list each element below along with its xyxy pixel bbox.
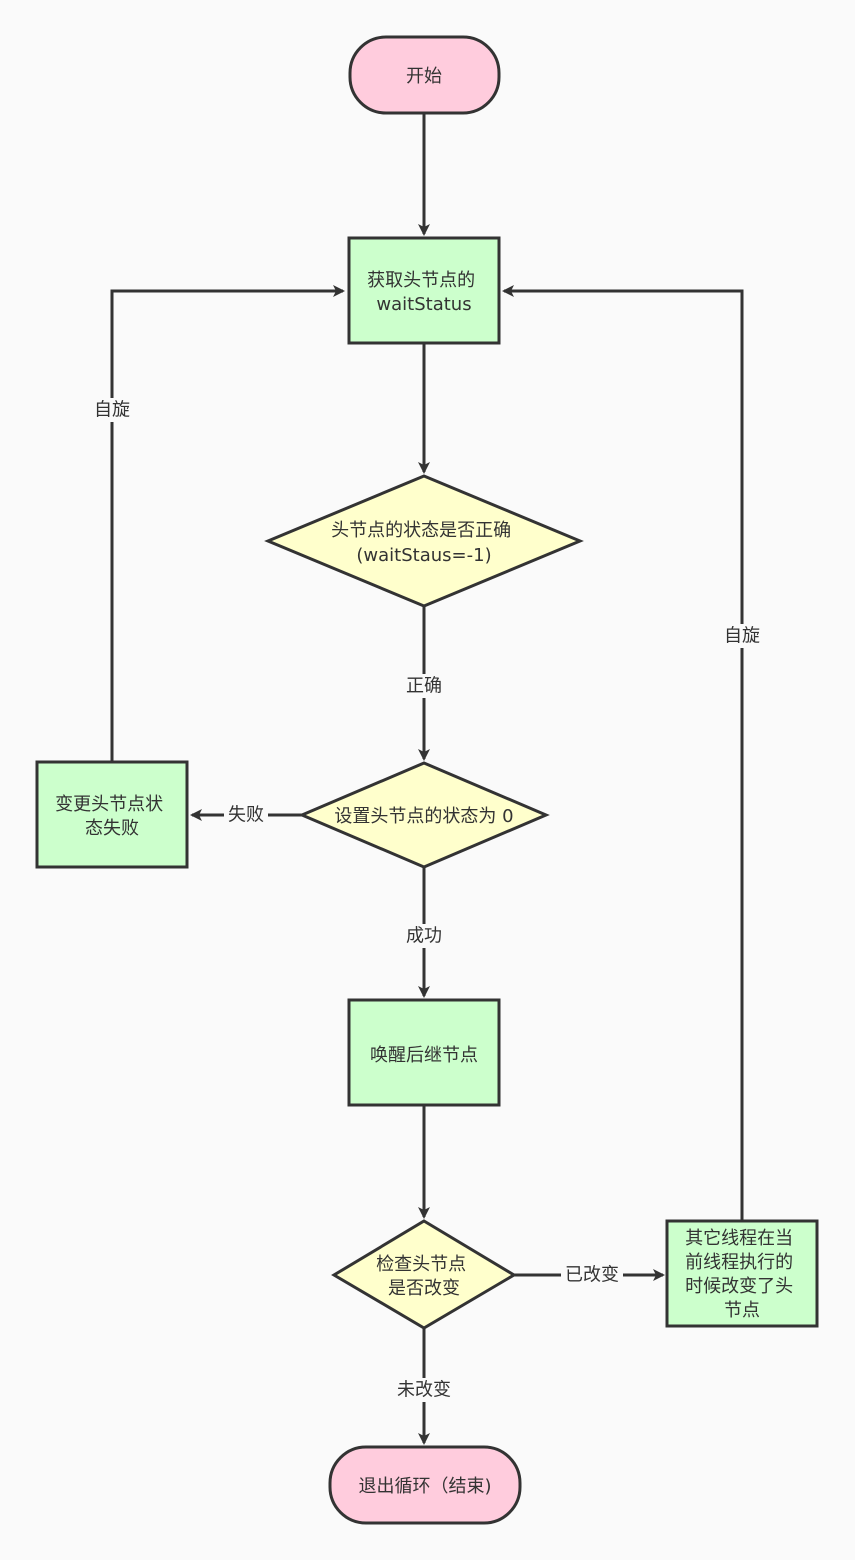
label-spin-left-text: 自旋: [94, 400, 130, 421]
other-thread-line-3: 时候改变了头: [685, 1276, 793, 1297]
label-correct: 正确: [402, 674, 446, 698]
start-text: 开始: [406, 66, 442, 87]
label-correct-text: 正确: [406, 676, 442, 697]
other-thread-line-1: 其它线程在当: [685, 1228, 793, 1249]
set-status-text: 设置头节点的状态为 0: [334, 806, 513, 827]
label-spin-right-text: 自旋: [724, 626, 760, 647]
edge-other-thread-spin-to-get-status: [502, 285, 744, 1221]
node-get-status: 获取头节点的 waitStatus: [347, 236, 501, 345]
nodes: 开始 获取头节点的 waitStatus 头节点的状态是否正确 (waitSta…: [35, 35, 819, 1525]
check-status-shape: [264, 474, 584, 608]
edge-change-fail-spin-to-get-status: [110, 285, 345, 762]
other-thread-text: 其它线程在当 前线程执行的 时候改变了头 节点: [685, 1228, 799, 1321]
set-status-shape: [298, 761, 550, 869]
wake-next-text: 唤醒后继节点: [370, 1045, 478, 1066]
check-head-line-2: 是否改变: [388, 1278, 460, 1299]
label-unchanged-text: 未改变: [397, 1380, 451, 1401]
node-wake-next: 唤醒后继节点: [347, 998, 501, 1107]
node-other-thread: 其它线程在当 前线程执行的 时候改变了头 节点: [665, 1219, 819, 1328]
label-success: 成功: [402, 924, 446, 948]
label-fail-text: 失败: [228, 805, 264, 826]
label-changed-text: 已改变: [565, 1265, 619, 1286]
end-shape: [328, 1445, 522, 1525]
change-fail-shape: [35, 760, 189, 869]
set-status-line-1: 设置头节点的状态为 0: [334, 806, 513, 827]
check-head-text: 检查头节点 是否改变: [376, 1254, 472, 1299]
label-fail: 失败: [224, 803, 268, 827]
get-status-line-1: 获取头节点的: [367, 270, 475, 291]
wake-next-shape: [347, 998, 501, 1107]
check-status-text: 头节点的状态是否正确 (waitStaus=-1): [331, 520, 517, 566]
check-head-shape: [331, 1219, 517, 1330]
wake-next-line-1: 唤醒后继节点: [370, 1045, 478, 1066]
end-line-1: 退出循环（结束): [358, 1476, 491, 1497]
label-success-text: 成功: [406, 926, 442, 947]
check-head-line-1: 检查头节点: [376, 1254, 466, 1275]
get-status-line-2: waitStatus: [376, 294, 471, 315]
check-status-line-1: 头节点的状态是否正确: [331, 520, 511, 541]
edge-labels: 自旋 自旋 正确 失败 成功 已改变 未改变: [90, 398, 764, 1402]
other-thread-line-4: 节点: [724, 1300, 760, 1321]
check-status-line-2: (waitStaus=-1): [356, 545, 491, 566]
start-shape: [348, 35, 501, 115]
node-end: 退出循环（结束): [328, 1445, 522, 1525]
start-line-1: 开始: [406, 66, 442, 87]
node-start: 开始: [348, 35, 501, 115]
other-thread-shape: [665, 1219, 819, 1328]
node-check-head: 检查头节点 是否改变: [331, 1219, 517, 1330]
change-fail-line-2: 态失败: [85, 818, 139, 839]
label-spin-right: 自旋: [720, 624, 764, 648]
node-set-status: 设置头节点的状态为 0: [298, 761, 550, 869]
other-thread-line-2: 前线程执行的: [685, 1252, 793, 1273]
get-status-shape: [347, 236, 501, 345]
end-text: 退出循环（结束): [358, 1476, 491, 1497]
node-check-status: 头节点的状态是否正确 (waitStaus=-1): [264, 474, 584, 608]
node-change-fail: 变更头节点状 态失败: [35, 760, 189, 869]
label-changed: 已改变: [561, 1263, 623, 1287]
label-spin-left: 自旋: [90, 398, 134, 422]
get-status-text: 获取头节点的 waitStatus: [367, 270, 481, 315]
change-fail-line-1: 变更头节点状: [55, 794, 163, 815]
label-unchanged: 未改变: [393, 1378, 455, 1402]
change-fail-text: 变更头节点状 态失败: [55, 794, 169, 839]
